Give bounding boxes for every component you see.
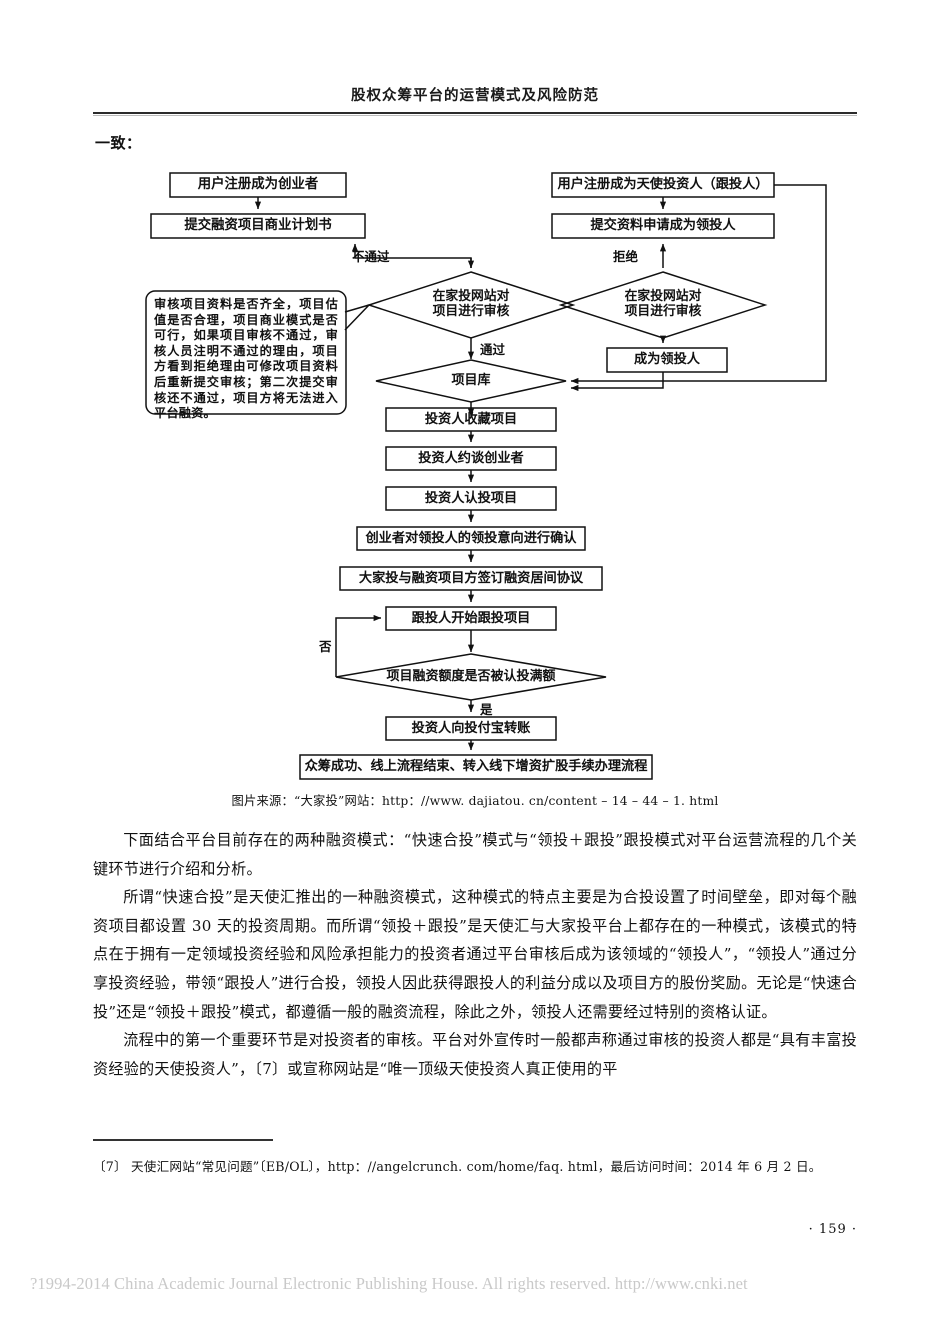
page-number: · 159 · <box>808 1222 857 1237</box>
footnote-area: 〔7〕 天使汇网站“常见问题”〔EB/OL〕，http：//angelcrunc… <box>93 1156 857 1177</box>
paragraph-3: 流程中的第一个重要环节是对投资者的审核。平台对外宣传时一般都声称通过审核的投资人… <box>93 1031 857 1078</box>
edge-label-no: 否 <box>319 639 332 654</box>
edge-label-reject: 拒绝 <box>613 249 639 264</box>
figure-caption: 图片来源：“大家投”网站：http：//www. dajiatou. cn/co… <box>231 794 719 808</box>
lead-in-text: 一致： <box>95 134 142 152</box>
footnote-rule <box>93 1139 273 1141</box>
paragraph-1: 下面结合平台目前存在的两种融资模式：“快速合投”模式与“领投＋跟投”跟投模式对平… <box>93 831 857 878</box>
flowchart-figure: 用户注册成为创业者 提交融资项目商业计划书 在家投网站对 项目进行审核 项目库 … <box>145 172 827 780</box>
footnote-7: 〔7〕 天使汇网站“常见问题”〔EB/OL〕，http：//angelcrunc… <box>93 1159 822 1174</box>
edge-label-yes: 是 <box>480 702 493 717</box>
header-rule <box>93 112 857 116</box>
running-head: 股权众筹平台的运营模式及风险防范 <box>351 87 599 104</box>
edge-label-pass: 通过 <box>480 342 506 357</box>
paragraph-2: 所谓“快速合投”是天使汇推出的一种融资模式，这种模式的特点主要是为合投设置了时间… <box>93 888 857 1021</box>
flowchart-connectors <box>145 172 827 780</box>
edge-label-fail: 不通过 <box>352 249 390 264</box>
cnki-watermark: ?1994-2014 China Academic Journal Electr… <box>30 1274 748 1293</box>
body-text: 下面结合平台目前存在的两种融资模式：“快速合投”模式与“领投＋跟投”跟投模式对平… <box>93 826 857 1083</box>
review-criteria-note: 审核项目资料是否齐全，项目估值是否合理，项目商业模式是否可行，如果项目审核不通过… <box>154 297 338 421</box>
